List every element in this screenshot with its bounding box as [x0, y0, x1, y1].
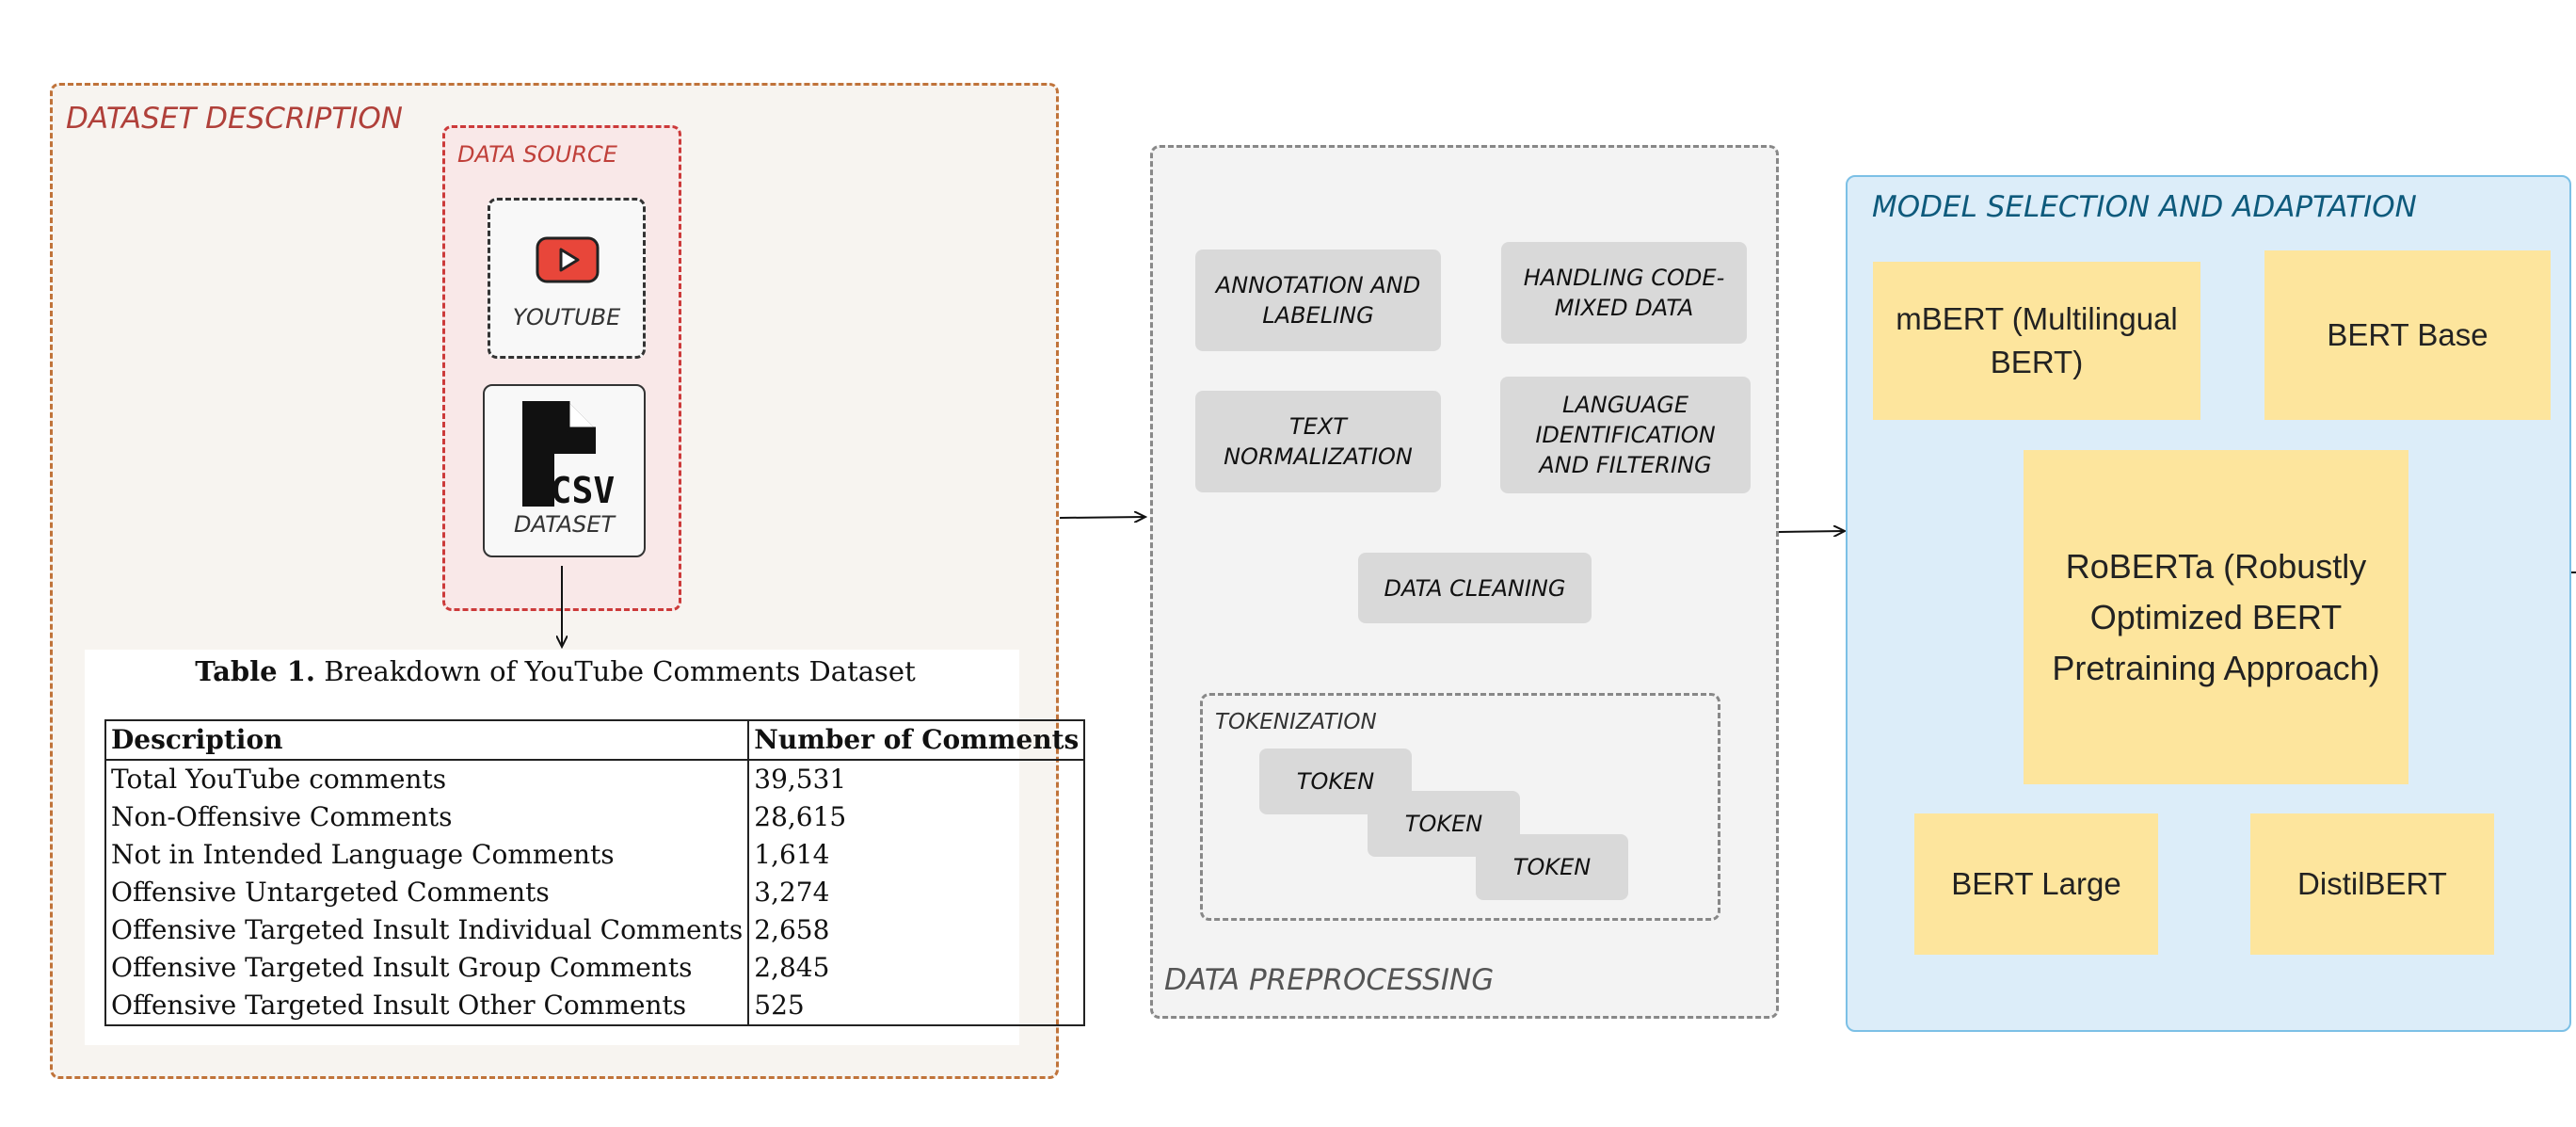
tokenization-title: TOKENIZATION — [1215, 710, 1377, 734]
model-selection-title: MODEL SELECTION AND ADAPTATION — [1872, 190, 2417, 224]
table-header-count: Number of Comments — [747, 719, 1086, 761]
model-card-distilbert: DistilBERT — [2250, 813, 2494, 955]
table-row: Offensive Targeted Insult Individual Com… — [104, 911, 1086, 949]
row-count: 2,845 — [747, 949, 1086, 987]
table-caption-text: Breakdown of YouTube Comments Dataset — [315, 655, 916, 687]
csv-file-icon: CSV — [522, 401, 615, 510]
data-preprocessing-title: DATA PREPROCESSING — [1164, 963, 1495, 997]
model-card-bert-base: BERT Base — [2264, 250, 2551, 420]
data-source-title: DATA SOURCE — [457, 141, 617, 168]
table-caption-label: Table 1. — [195, 655, 315, 687]
dataset-description-title: DATASET DESCRIPTION — [66, 102, 403, 136]
csv-glyph-text: CSV — [551, 470, 615, 510]
table-row: Offensive Targeted Insult Other Comments… — [104, 987, 1086, 1026]
dataset-to-preprocessing-arrow — [1059, 517, 1145, 518]
table-caption: Table 1. Breakdown of YouTube Comments D… — [85, 655, 1026, 687]
row-description: Not in Intended Language Comments — [104, 836, 750, 874]
row-count: 39,531 — [747, 760, 1086, 798]
preprocessing-to-model-arrow — [1778, 531, 1845, 532]
model-card-bert-large: BERT Large — [1914, 813, 2158, 955]
table-header-description: Description — [104, 719, 750, 761]
step-annotation-labeling: ANNOTATION AND LABELING — [1195, 250, 1441, 351]
comments-table: Description Number of Comments Total You… — [104, 719, 1086, 1026]
row-description: Offensive Untargeted Comments — [104, 874, 750, 911]
model-card-roberta: RoBERTa (Robustly Optimized BERT Pretrai… — [2024, 450, 2408, 784]
dataset-file-card: CSV — [483, 384, 646, 557]
token-box: TOKEN — [1476, 834, 1628, 900]
row-description: Total YouTube comments — [104, 760, 750, 798]
youtube-icon — [536, 236, 600, 283]
model-card-mbert: mBERT (Multilingual BERT) — [1873, 262, 2200, 420]
row-description: Non-Offensive Comments — [104, 798, 750, 836]
row-count: 2,658 — [747, 911, 1086, 949]
row-count: 1,614 — [747, 836, 1086, 874]
row-count: 3,274 — [747, 874, 1086, 911]
step-text-normalization: TEXT NORMALIZATION — [1195, 391, 1441, 492]
step-language-identification: LANGUAGE IDENTIFICATION AND FILTERING — [1500, 377, 1751, 493]
table-header-row: Description Number of Comments — [104, 719, 1086, 761]
row-description: Offensive Targeted Insult Individual Com… — [104, 911, 750, 949]
row-description: Offensive Targeted Insult Group Comments — [104, 949, 750, 987]
table-row: Offensive Targeted Insult Group Comments… — [104, 949, 1086, 987]
youtube-source-card — [488, 198, 646, 359]
step-code-mixed-data: HANDLING CODE-MIXED DATA — [1501, 242, 1747, 344]
row-count: 525 — [747, 987, 1086, 1026]
dataset-label: DATASET — [513, 511, 616, 538]
youtube-label: YOUTUBE — [512, 304, 621, 330]
step-data-cleaning: DATA CLEANING — [1358, 553, 1592, 623]
row-description: Offensive Targeted Insult Other Comments — [104, 987, 750, 1026]
row-count: 28,615 — [747, 798, 1086, 836]
